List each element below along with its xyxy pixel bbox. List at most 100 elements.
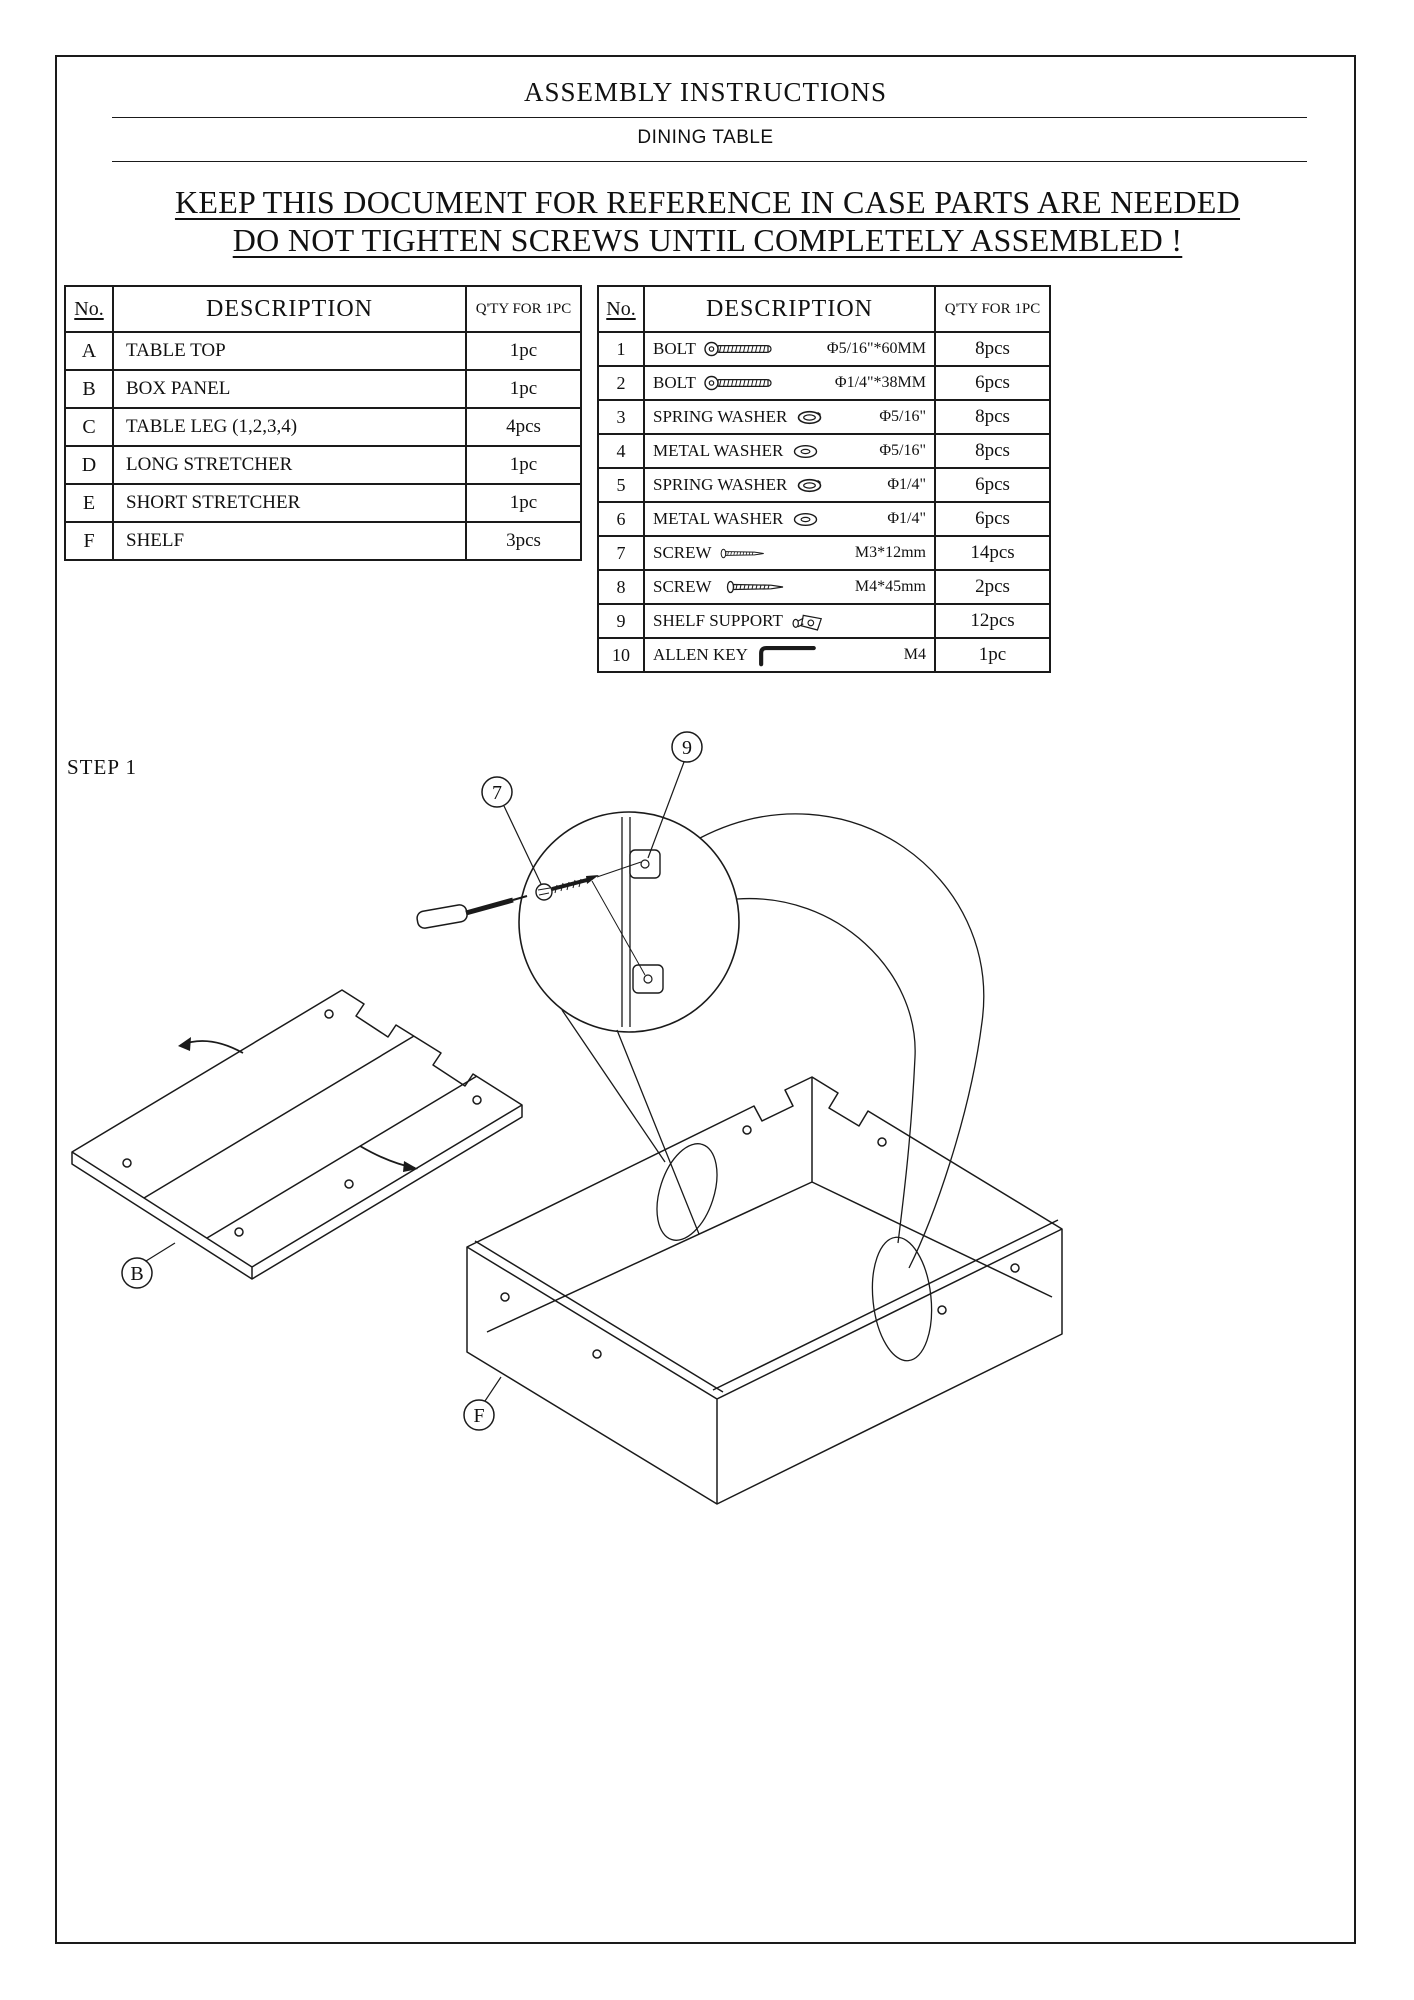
- hardware-name: METAL WASHER: [653, 441, 784, 460]
- part-no: D: [64, 445, 114, 485]
- part-qty: 1pc: [465, 369, 582, 409]
- hardware-spec: Φ1/4"*38MM: [834, 374, 926, 391]
- metal-washer-icon: [791, 444, 821, 459]
- table-row: 1 BOLT Φ5/16"*60MM 8pcs: [597, 331, 1051, 367]
- hardware-qty: 6pcs: [934, 501, 1051, 537]
- table-row: 5 SPRING WASHER Φ1/4" 6pcs: [597, 467, 1051, 503]
- callout-box-panel: B: [121, 1242, 176, 1289]
- hardware-name: SPRING WASHER: [653, 407, 788, 426]
- table-row: E SHORT STRETCHER 1pc: [64, 483, 582, 523]
- page-title: ASSEMBLY INSTRUCTIONS: [523, 77, 888, 107]
- hardware-description: ALLEN KEY M4: [643, 637, 936, 673]
- part-description: SHELF: [112, 521, 467, 561]
- table-row: A TABLE TOP 1pc: [64, 331, 582, 371]
- page-subtitle: DINING TABLE: [637, 127, 774, 148]
- hardware-no: 6: [597, 501, 645, 537]
- hardware-header-qty: Q'TY FOR 1PC: [934, 285, 1051, 333]
- part-description: TABLE TOP: [112, 331, 467, 371]
- hardware-no: 1: [597, 331, 645, 367]
- hardware-name: METAL WASHER: [653, 509, 784, 528]
- parts-header-row: No. DESCRIPTION Q'TY FOR 1PC: [64, 285, 582, 333]
- hardware-spec: Φ1/4": [887, 510, 926, 527]
- warning-line-1: KEEP THIS DOCUMENT FOR REFERENCE IN CASE…: [174, 184, 1241, 220]
- parts-header-qty: Q'TY FOR 1PC: [465, 285, 582, 333]
- metal-washer-icon: [791, 512, 821, 527]
- part-qty: 1pc: [465, 483, 582, 523]
- table-row: B BOX PANEL 1pc: [64, 369, 582, 409]
- warning-block: KEEP THIS DOCUMENT FOR REFERENCE IN CASE…: [65, 183, 1350, 259]
- part-no: C: [64, 407, 114, 447]
- box-panel-b: [71, 989, 523, 1280]
- hardware-description: BOLT Φ5/16"*60MM: [643, 331, 936, 367]
- callout-shelf-support: 9: [647, 731, 703, 859]
- screw-icon: [720, 579, 792, 595]
- allen-key-icon: [756, 643, 818, 667]
- shelf-support-bracket: [629, 849, 664, 994]
- hardware-no: 9: [597, 603, 645, 639]
- table-row: 2 BOLT Φ1/4"*38MM 6pcs: [597, 365, 1051, 401]
- parts-header-description: DESCRIPTION: [112, 285, 467, 333]
- part-description: LONG STRETCHER: [112, 445, 467, 485]
- svg-text:B: B: [130, 1263, 143, 1285]
- part-no: F: [64, 521, 114, 561]
- hardware-table: No. DESCRIPTION Q'TY FOR 1PC 1 BOLT Φ5/1…: [597, 285, 1051, 673]
- hardware-name: SPRING WASHER: [653, 475, 788, 494]
- part-description: SHORT STRETCHER: [112, 483, 467, 523]
- hardware-no: 2: [597, 365, 645, 401]
- hardware-description: SCREW M4*45mm: [643, 569, 936, 605]
- table-row: 10 ALLEN KEY M4 1pc: [597, 637, 1051, 673]
- zoom-leader-lines: [561, 813, 985, 1362]
- hardware-qty: 6pcs: [934, 365, 1051, 401]
- svg-text:F: F: [473, 1405, 484, 1427]
- hardware-qty: 12pcs: [934, 603, 1051, 639]
- table-row: 6 METAL WASHER Φ1/4" 6pcs: [597, 501, 1051, 537]
- part-no: B: [64, 369, 114, 409]
- part-description: BOX PANEL: [112, 369, 467, 409]
- hardware-no: 8: [597, 569, 645, 605]
- screw: [535, 875, 599, 901]
- svg-text:9: 9: [682, 737, 692, 759]
- hardware-no: 3: [597, 399, 645, 435]
- hardware-header-description: DESCRIPTION: [643, 285, 936, 333]
- hardware-description: BOLT Φ1/4"*38MM: [643, 365, 936, 401]
- step-1-diagram: 7 9 B F: [71, 731, 1063, 1505]
- hardware-description: SHELF SUPPORT: [643, 603, 936, 639]
- rotate-arrow: [178, 1037, 418, 1172]
- hardware-spec: Φ5/16"*60MM: [826, 340, 926, 357]
- table-row: C TABLE LEG (1,2,3,4) 4pcs: [64, 407, 582, 447]
- warning-line-2: DO NOT TIGHTEN SCREWS UNTIL COMPLETELY A…: [232, 222, 1183, 258]
- hardware-description: SPRING WASHER Φ5/16": [643, 399, 936, 435]
- part-no: E: [64, 483, 114, 523]
- hardware-no: 4: [597, 433, 645, 469]
- hardware-qty: 6pcs: [934, 467, 1051, 503]
- hardware-header-row: No. DESCRIPTION Q'TY FOR 1PC: [597, 285, 1051, 333]
- document-page: ASSEMBLY INSTRUCTIONS DINING TABLE KEEP …: [55, 55, 1356, 1944]
- screw-icon: [720, 547, 766, 560]
- shelf-box-f: [466, 1076, 1063, 1505]
- hardware-spec: Φ5/16": [879, 442, 926, 459]
- parts-table: No. DESCRIPTION Q'TY FOR 1PC A TABLE TOP…: [64, 285, 582, 561]
- part-qty: 4pcs: [465, 407, 582, 447]
- hardware-spec: M4*45mm: [854, 578, 926, 595]
- hardware-spec: M3*12mm: [854, 544, 926, 561]
- table-row: 9 SHELF SUPPORT 12pcs: [597, 603, 1051, 639]
- parts-header-no: No.: [64, 285, 114, 333]
- hardware-spec: Φ1/4": [887, 476, 926, 493]
- step-1-label: STEP 1: [67, 755, 137, 779]
- hardware-description: SCREW M3*12mm: [643, 535, 936, 571]
- hardware-description: METAL WASHER Φ1/4": [643, 501, 936, 537]
- hardware-name: SCREW: [653, 577, 712, 596]
- hardware-name: BOLT: [653, 339, 696, 358]
- table-row: F SHELF 3pcs: [64, 521, 582, 561]
- part-qty: 3pcs: [465, 521, 582, 561]
- part-description: TABLE LEG (1,2,3,4): [112, 407, 467, 447]
- table-row: 7 SCREW M3*12mm 14pcs: [597, 535, 1051, 571]
- callout-shelf: F: [463, 1376, 502, 1431]
- svg-text:7: 7: [492, 782, 502, 804]
- part-qty: 1pc: [465, 331, 582, 371]
- bolt-icon: [704, 341, 776, 357]
- hardware-no: 5: [597, 467, 645, 503]
- hardware-name: SHELF SUPPORT: [653, 611, 783, 630]
- hardware-qty: 8pcs: [934, 331, 1051, 367]
- shelf-support-icon: [791, 610, 825, 633]
